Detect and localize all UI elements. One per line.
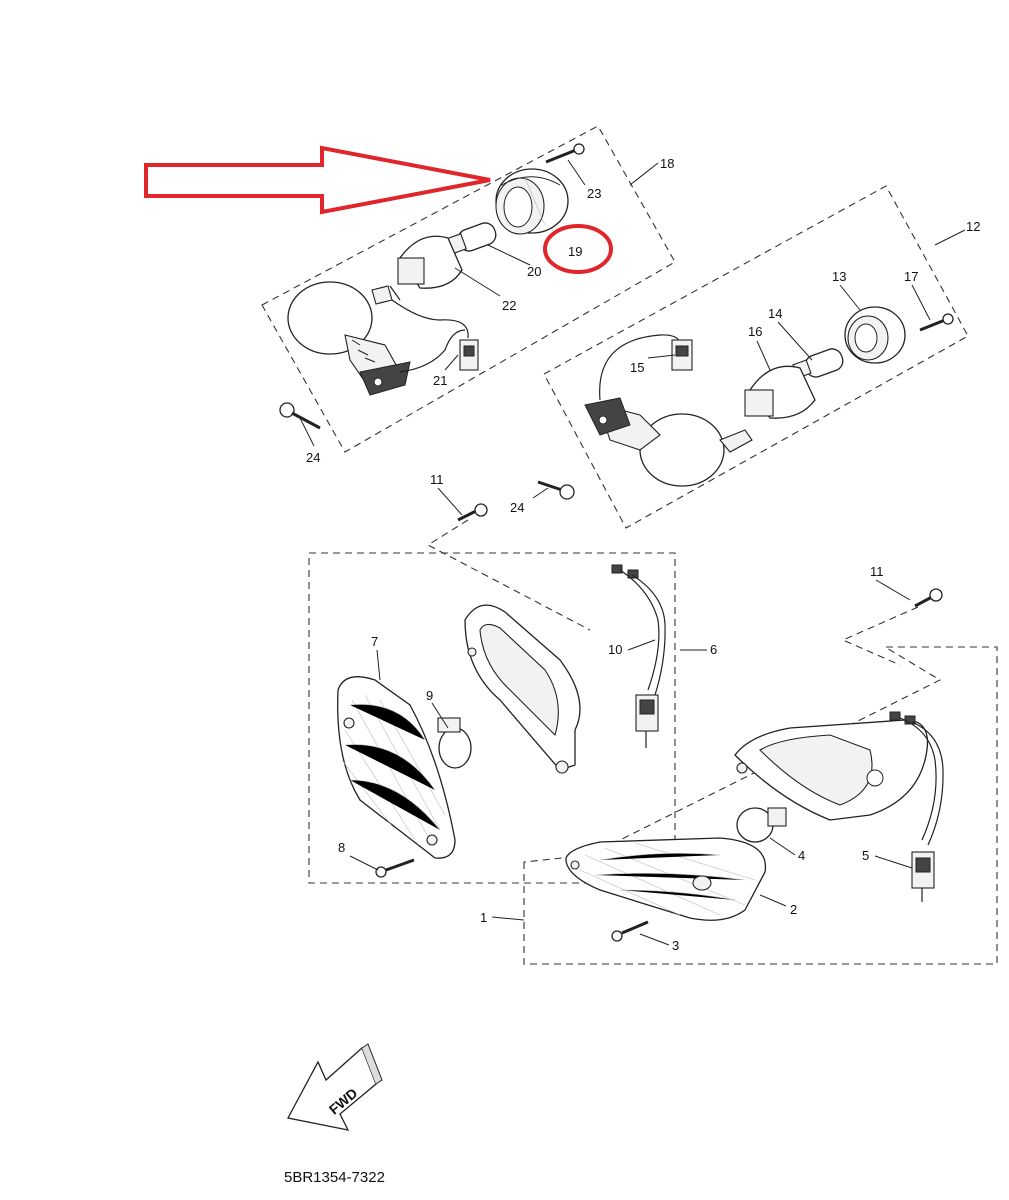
part-8-screw	[375, 858, 415, 878]
right-signal-housing	[584, 334, 753, 487]
label-22: 22	[502, 298, 516, 313]
part-11a-bolt	[457, 503, 488, 522]
label-13: 13	[832, 269, 846, 284]
label-21: 21	[433, 373, 447, 388]
label-11b: 11	[870, 564, 884, 579]
highlight-circle	[543, 224, 613, 274]
part-5-harness	[889, 711, 944, 902]
part-7-lens	[337, 676, 456, 859]
part-11b-bolt	[914, 588, 943, 608]
part-5-housing	[734, 719, 929, 821]
part-6-housing	[464, 604, 581, 774]
part-4-bulb	[736, 807, 787, 843]
part-24a-bolt	[279, 402, 321, 430]
group-box-6	[308, 552, 676, 884]
part-15-connector	[671, 339, 693, 371]
label-8: 8	[338, 840, 345, 855]
part-9-bulb	[437, 717, 472, 769]
label-15: 15	[630, 360, 644, 375]
label-14: 14	[768, 306, 782, 321]
label-18: 18	[660, 156, 674, 171]
label-7: 7	[371, 634, 378, 649]
part-20-bulb	[445, 222, 497, 255]
part-22-socket	[389, 235, 463, 301]
leader-lines	[299, 159, 966, 946]
label-11a: 11	[430, 472, 444, 487]
part-13-ring	[844, 306, 906, 364]
label-24b: 24	[510, 500, 524, 515]
label-24a: 24	[306, 450, 320, 465]
part-17-screw	[919, 313, 954, 332]
label-1: 1	[480, 910, 487, 925]
part-10-harness	[611, 564, 666, 748]
part-19-ring	[495, 168, 569, 235]
group-box-18	[261, 125, 676, 453]
label-5: 5	[862, 848, 869, 863]
part-3-screw	[611, 920, 649, 942]
label-2: 2	[790, 902, 797, 917]
label-9: 9	[426, 688, 433, 703]
label-17: 17	[904, 269, 918, 284]
label-6: 6	[710, 642, 717, 657]
label-23: 23	[587, 186, 601, 201]
part-2-lens	[565, 837, 767, 921]
label-16: 16	[748, 324, 762, 339]
label-10: 10	[608, 642, 622, 657]
label-19: 19	[568, 244, 582, 259]
label-4: 4	[798, 848, 805, 863]
label-3: 3	[672, 938, 679, 953]
fwd-arrow: FWD	[287, 1043, 383, 1131]
label-12: 12	[966, 219, 980, 234]
highlight-arrow	[144, 145, 491, 215]
label-20: 20	[527, 264, 541, 279]
diagram-code: 5BR1354-7322	[284, 1169, 385, 1186]
group-box-12	[543, 185, 969, 529]
group-box-1	[523, 646, 998, 965]
part-16-socket	[744, 365, 816, 419]
part-24b-bolt	[537, 480, 575, 500]
part-23-screw	[545, 143, 585, 164]
part-21-housing	[287, 281, 479, 396]
